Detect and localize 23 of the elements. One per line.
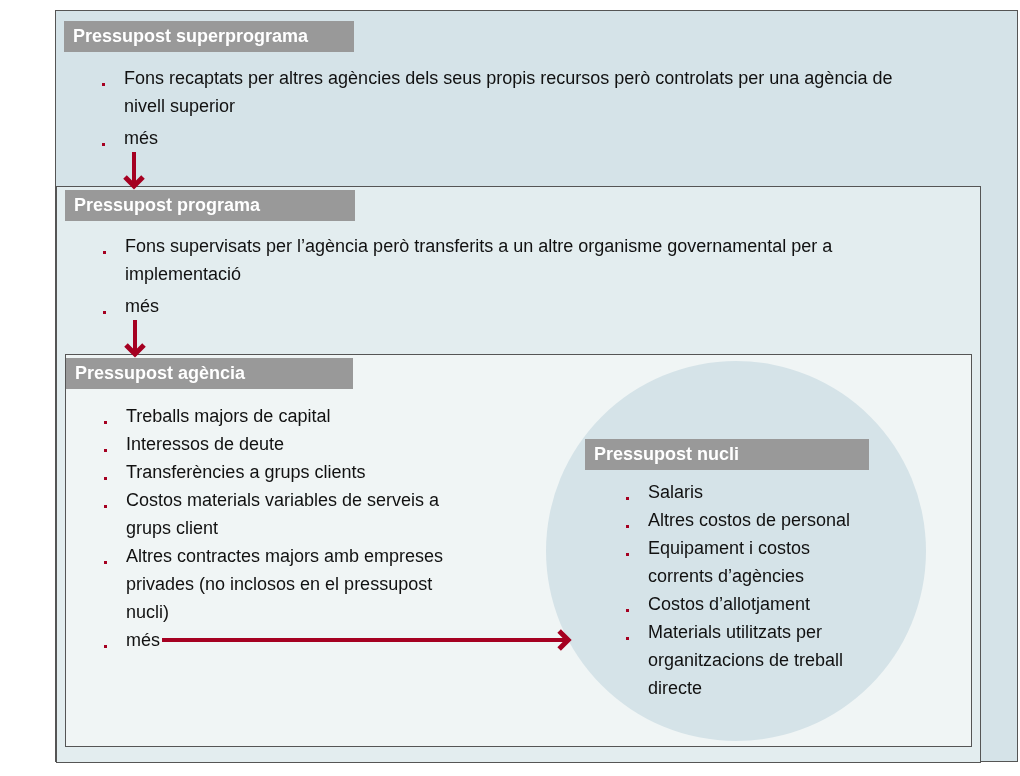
- bullet-text: Costos materials variables de serveis a grups client: [126, 489, 441, 540]
- arrow: [122, 152, 146, 189]
- bullet-text: Costos d’allotjament: [648, 593, 812, 616]
- more-text: més: [125, 292, 159, 320]
- bullet-text: Equipament i costos corrents d’agències: [648, 537, 812, 588]
- budget-box: [55, 10, 1018, 762]
- budget-box: [56, 186, 981, 763]
- heading-bar: Pressupost programa: [65, 190, 355, 221]
- bullet-text: Transferències a grups clients: [126, 461, 367, 484]
- more-text: més: [124, 124, 158, 152]
- bullet-text: Salaris: [648, 481, 705, 504]
- arrow: [162, 628, 571, 652]
- budget-box: [65, 354, 972, 747]
- bullet-text: Treballs majors de capital: [126, 405, 332, 428]
- bullet-text: Interessos de deute: [126, 433, 286, 456]
- heading-bar: Pressupost agència: [66, 358, 353, 389]
- heading-bar: Pressupost superprograma: [64, 21, 354, 52]
- heading-bar: Pressupost nucli: [585, 439, 869, 470]
- bullet-text: Materials utilitzats per organitzacions de treball directe: [648, 621, 845, 700]
- more-text: més: [126, 626, 160, 654]
- bullet-text: Altres costos de personal: [648, 509, 852, 532]
- arrow: [123, 320, 147, 357]
- bullet-text: Altres contractes majors amb empreses privades (no inclosos en el pressupost nucli): [126, 545, 445, 624]
